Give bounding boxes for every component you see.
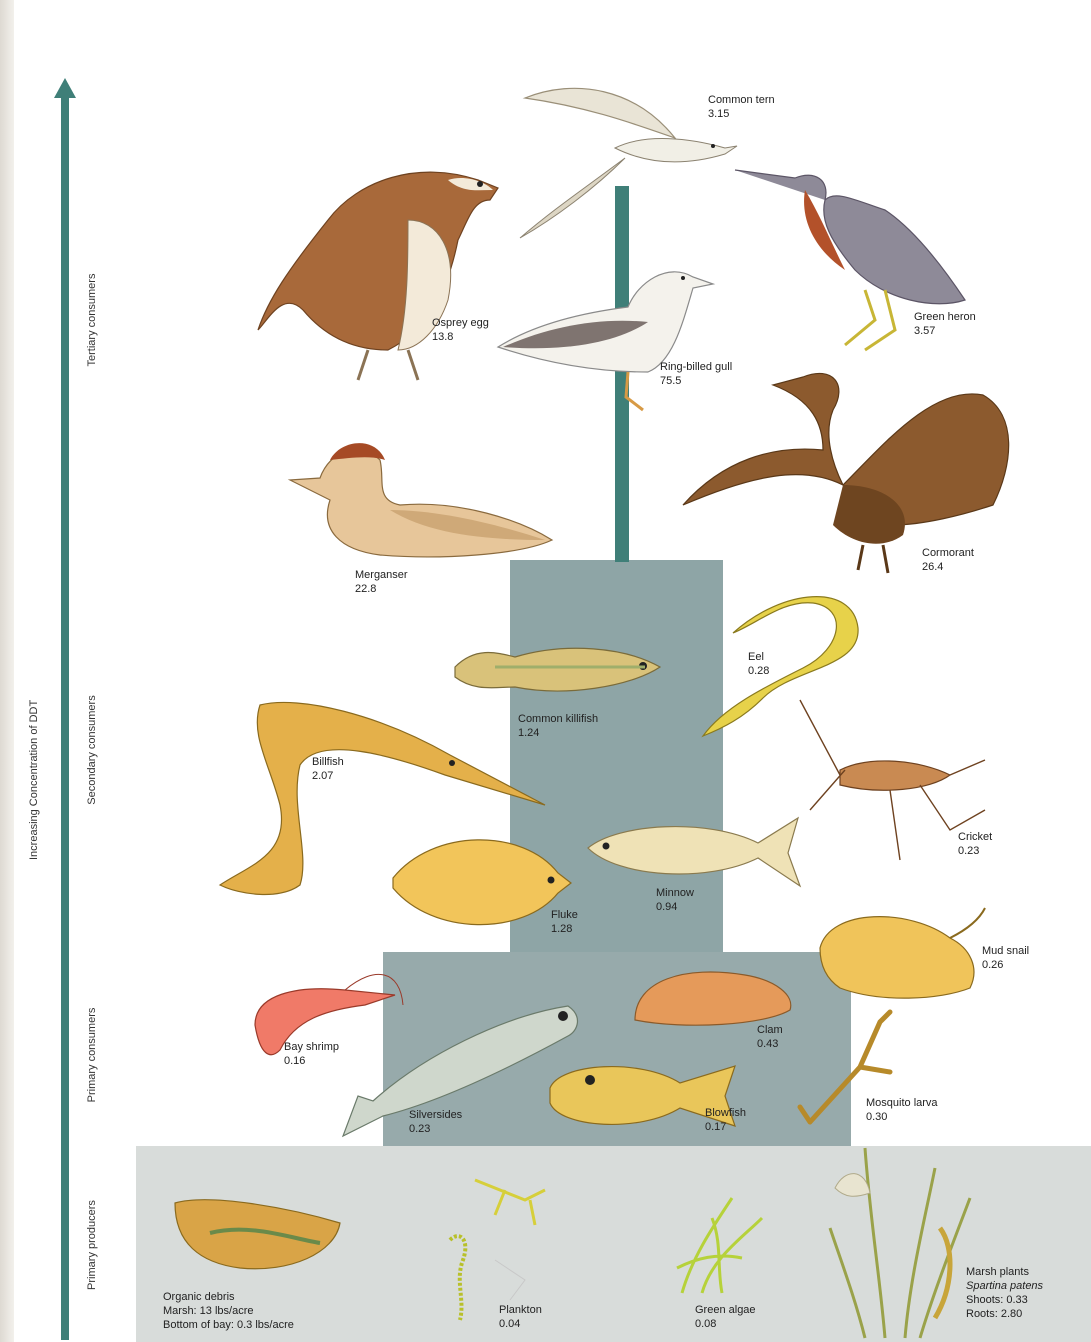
organic-debris-marsh: Marsh: 13 lbs/acre	[163, 1304, 294, 1318]
label-eel: Eel 0.28	[748, 650, 769, 678]
label-cormorant: Cormorant 26.4	[922, 546, 974, 574]
label-green-algae: Green algae 0.08	[695, 1303, 756, 1331]
fluke-illustration	[393, 828, 573, 938]
name-billfish: Billfish	[312, 755, 344, 769]
name-cricket: Cricket	[958, 830, 992, 844]
label-ring-billed-gull: Ring-billed gull 75.5	[660, 360, 732, 388]
silversides-illustration	[343, 996, 583, 1141]
organic-debris-bay: Bottom of bay: 0.3 lbs/acre	[163, 1318, 294, 1332]
label-organic-debris: Organic debris Marsh: 13 lbs/acre Bottom…	[163, 1290, 294, 1332]
value-mosquito-larva: 0.30	[866, 1110, 938, 1124]
value-cormorant: 26.4	[922, 560, 974, 574]
name-ring-billed-gull: Ring-billed gull	[660, 360, 732, 374]
name-common-killifish: Common killifish	[518, 712, 598, 726]
minnow-illustration	[588, 808, 803, 888]
name-marsh-plants: Marsh plants	[966, 1265, 1043, 1279]
level-label-producers: Primary producers	[86, 1185, 99, 1305]
name-clam: Clam	[757, 1023, 783, 1037]
green-algae-illustration	[672, 1198, 767, 1298]
value-ring-billed-gull: 75.5	[660, 374, 732, 388]
value-merganser: 22.8	[355, 582, 408, 596]
value-osprey-egg: 13.8	[432, 330, 489, 344]
label-mud-snail: Mud snail 0.26	[982, 944, 1029, 972]
value-silversides: 0.23	[409, 1122, 462, 1136]
value-green-heron: 3.57	[914, 324, 976, 338]
name-mud-snail: Mud snail	[982, 944, 1029, 958]
name-blowfish: Blowfish	[705, 1106, 746, 1120]
organic-debris-illustration	[170, 1193, 345, 1278]
name-merganser: Merganser	[355, 568, 408, 582]
name-common-tern: Common tern	[708, 93, 775, 107]
name-eel: Eel	[748, 650, 769, 664]
label-plankton: Plankton 0.04	[499, 1303, 542, 1331]
marsh-plants-roots: Roots: 2.80	[966, 1307, 1043, 1321]
label-merganser: Merganser 22.8	[355, 568, 408, 596]
label-marsh-plants: Marsh plants Spartina patens Shoots: 0.3…	[966, 1265, 1043, 1321]
value-clam: 0.43	[757, 1037, 783, 1051]
value-bay-shrimp: 0.16	[284, 1054, 339, 1068]
label-clam: Clam 0.43	[757, 1023, 783, 1051]
marsh-plants-shoots: Shoots: 0.33	[966, 1293, 1043, 1307]
name-bay-shrimp: Bay shrimp	[284, 1040, 339, 1054]
label-cricket: Cricket 0.23	[958, 830, 992, 858]
name-fluke: Fluke	[551, 908, 578, 922]
value-common-killifish: 1.24	[518, 726, 598, 740]
name-osprey-egg: Osprey egg	[432, 316, 489, 330]
osprey-illustration	[258, 160, 508, 390]
label-common-tern: Common tern 3.15	[708, 93, 775, 121]
value-plankton: 0.04	[499, 1317, 542, 1331]
page-edge	[0, 0, 14, 1342]
name-mosquito-larva: Mosquito larva	[866, 1096, 938, 1110]
value-blowfish: 0.17	[705, 1120, 746, 1134]
value-billfish: 2.07	[312, 769, 344, 783]
value-eel: 0.28	[748, 664, 769, 678]
level-label-tertiary: Tertiary consumers	[86, 260, 99, 380]
value-fluke: 1.28	[551, 922, 578, 936]
marsh-plants-species: Spartina patens	[966, 1279, 1043, 1293]
value-common-tern: 3.15	[708, 107, 775, 121]
label-blowfish: Blowfish 0.17	[705, 1106, 746, 1134]
name-plankton: Plankton	[499, 1303, 542, 1317]
concentration-arrow	[54, 78, 76, 1340]
mud-snail-illustration	[820, 908, 990, 1003]
marsh-plants-illustration	[825, 1148, 975, 1338]
name-green-algae: Green algae	[695, 1303, 756, 1317]
label-common-killifish: Common killifish 1.24	[518, 712, 598, 740]
label-billfish: Billfish 2.07	[312, 755, 344, 783]
level-label-primary: Primary consumers	[86, 995, 99, 1115]
label-green-heron: Green heron 3.57	[914, 310, 976, 338]
label-fluke: Fluke 1.28	[551, 908, 578, 936]
value-cricket: 0.23	[958, 844, 992, 858]
name-minnow: Minnow	[656, 886, 694, 900]
level-label-secondary: Secondary consumers	[86, 690, 99, 810]
name-green-heron: Green heron	[914, 310, 976, 324]
plankton-illustration	[435, 1170, 560, 1320]
name-cormorant: Cormorant	[922, 546, 974, 560]
name-organic-debris: Organic debris	[163, 1290, 294, 1304]
name-silversides: Silversides	[409, 1108, 462, 1122]
label-silversides: Silversides 0.23	[409, 1108, 462, 1136]
label-minnow: Minnow 0.94	[656, 886, 694, 914]
label-mosquito-larva: Mosquito larva 0.30	[866, 1096, 938, 1124]
value-green-algae: 0.08	[695, 1317, 756, 1331]
value-mud-snail: 0.26	[982, 958, 1029, 972]
value-minnow: 0.94	[656, 900, 694, 914]
label-bay-shrimp: Bay shrimp 0.16	[284, 1040, 339, 1068]
merganser-illustration	[290, 440, 555, 565]
label-osprey-egg: Osprey egg 13.8	[432, 316, 489, 344]
axis-label: Increasing Concentration of DDT	[28, 700, 40, 860]
